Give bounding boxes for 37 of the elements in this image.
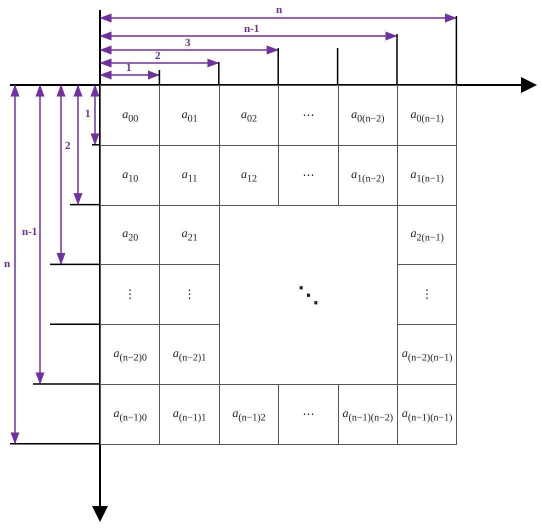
matrix-element: a$_{(n−1)(n−2)}$ [342,406,394,424]
matrix-element: ⋯ [302,406,314,422]
matrix-element: ⋯ [302,168,314,183]
matrix-element: a$_{02}$ [240,106,257,124]
matrix-element: a$_{0(n−2)}$ [351,106,384,124]
matrix-element: a$_{20}$ [122,226,138,244]
matrix-element: a$_{00}$ [122,106,138,124]
matrix-element: a$_{(n−1)2}$ [232,406,266,424]
matrix-element: ⋮ [184,287,196,302]
dimension-label: n [4,258,10,270]
dimension-label: n-1 [244,23,260,35]
matrix-element: a$_{(n−2)(n−1)}$ [402,346,452,364]
matrix-element: a$_{0(n−1)}$ [410,106,444,124]
matrix-element: a$_{12}$ [240,166,257,184]
matrix-element: a$_{1(n−2)}$ [351,166,384,184]
matrix-element: ⋮ [124,287,136,302]
matrix-element: a$_{10}$ [122,166,138,184]
matrix-element: a$_{11}$ [182,166,198,184]
dimension-label: 3 [185,37,190,49]
matrix-element: a$_{21}$ [182,226,198,244]
dimension-label: 1 [126,62,132,74]
dimension-label: 2 [155,50,160,62]
matrix-element: a$_{1(n−1)}$ [410,166,444,184]
dimension-label: n-1 [22,226,38,238]
dimension-label: 1 [85,108,90,120]
matrix-element: ⋱ [297,282,320,308]
matrix-element: a$_{2(n−1)}$ [410,226,444,244]
dimension-label: 2 [65,140,70,152]
dimension-label: n [276,4,282,16]
matrix-element: a$_{(n−1)(n−1)}$ [402,406,452,424]
matrix-element: a$_{(n−1)1}$ [172,406,206,424]
matrix-element: ⋮ [421,287,434,302]
matrix-element: a$_{01}$ [182,106,198,124]
matrix-element: a$_{(n−2)1}$ [172,346,206,364]
matrix-element: ⋯ [302,108,314,123]
matrix-element: a$_{(n−2)0}$ [114,346,147,364]
matrix-element: a$_{(n−1)0}$ [114,406,147,424]
